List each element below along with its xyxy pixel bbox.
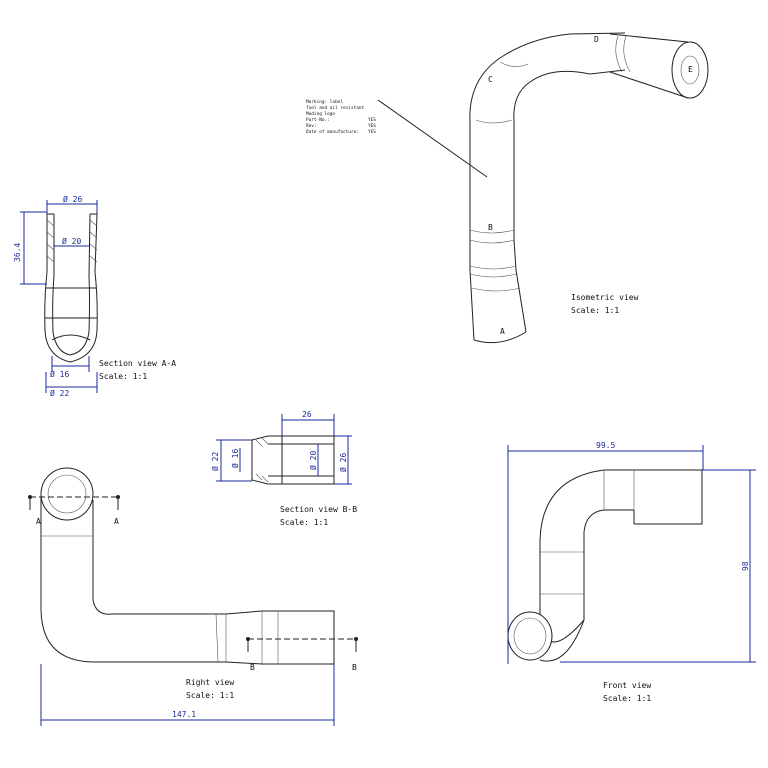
note-leader-line [377, 99, 488, 178]
section-aa-dim-outer-bottom: Ø 22 [50, 388, 69, 398]
iso-point-e: E [688, 65, 693, 74]
isometric-scale: Scale: 1:1 [571, 306, 619, 315]
right-marker-b-left: B [250, 663, 255, 672]
right-view-title: Right view [186, 678, 234, 687]
iso-point-d: D [594, 35, 599, 44]
section-view-a-a: Ø 26 Ø 20 36.4 Ø 16 Ø 22 Section view A-… [13, 194, 176, 398]
right-view-scale: Scale: 1:1 [186, 691, 234, 700]
iso-point-a: A [500, 327, 505, 336]
note-row-6-value: YES [368, 129, 376, 135]
note-row-4-value: YES [368, 117, 376, 123]
note-row-2-label: fuel and oil resistant [306, 105, 365, 111]
section-aa-dim-height: 36.4 [13, 243, 22, 262]
section-aa-dim-inner-top: Ø 20 [62, 236, 81, 246]
right-view: A A B B 147.1 Right view Scale: 1:1 [28, 467, 358, 726]
front-view-dim-height: 98 [741, 561, 750, 571]
front-view-title: Front view [603, 681, 651, 690]
isometric-title: Isometric view [571, 293, 639, 302]
front-view-scale: Scale: 1:1 [603, 694, 651, 703]
front-view: 99.5 98 Front view Scale: 1:1 [507, 441, 756, 703]
section-view-b-b: 26 Ø 22 Ø 16 Ø 20 Ø 26 Section view B-B … [210, 410, 357, 527]
section-aa-dim-inner-bottom: Ø 16 [50, 369, 69, 379]
section-bb-scale: Scale: 1:1 [280, 518, 328, 527]
right-marker-a-left: A [36, 517, 41, 526]
section-aa-scale: Scale: 1:1 [99, 372, 147, 381]
note-row-4-label: Part-No.: [306, 117, 330, 123]
right-marker-b-right: B [352, 663, 357, 672]
section-bb-dim-d1: Ø 22 [210, 452, 220, 471]
section-bb-dim-d2: Ø 16 [230, 449, 240, 468]
note-row-5-value: YES [368, 123, 376, 129]
right-view-dim-width: 147.1 [172, 710, 196, 719]
marking-note: Marking: label fuel and oil resistant Mo… [306, 99, 488, 178]
right-marker-a-right: A [114, 517, 119, 526]
note-row-1-label: Marking: label [306, 99, 343, 105]
section-aa-title: Section view A-A [99, 359, 176, 368]
note-row-5-label: Rev: [306, 123, 317, 129]
iso-point-b: B [488, 223, 493, 232]
note-row-3-label: Moding logo [306, 111, 335, 117]
section-bb-title: Section view B-B [280, 505, 357, 514]
note-row-6-label: Date of manufacture: [306, 129, 359, 135]
section-bb-dim-length: 26 [302, 410, 312, 419]
section-bb-dim-d3: Ø 20 [308, 451, 318, 470]
isometric-view: A B C D E Isometric view Scale: 1:1 [469, 32, 709, 344]
section-aa-dim-outer-top: Ø 26 [63, 194, 82, 204]
front-view-dim-width: 99.5 [596, 441, 615, 450]
section-bb-dim-d4: Ø 26 [338, 453, 348, 472]
iso-point-c: C [488, 75, 493, 84]
